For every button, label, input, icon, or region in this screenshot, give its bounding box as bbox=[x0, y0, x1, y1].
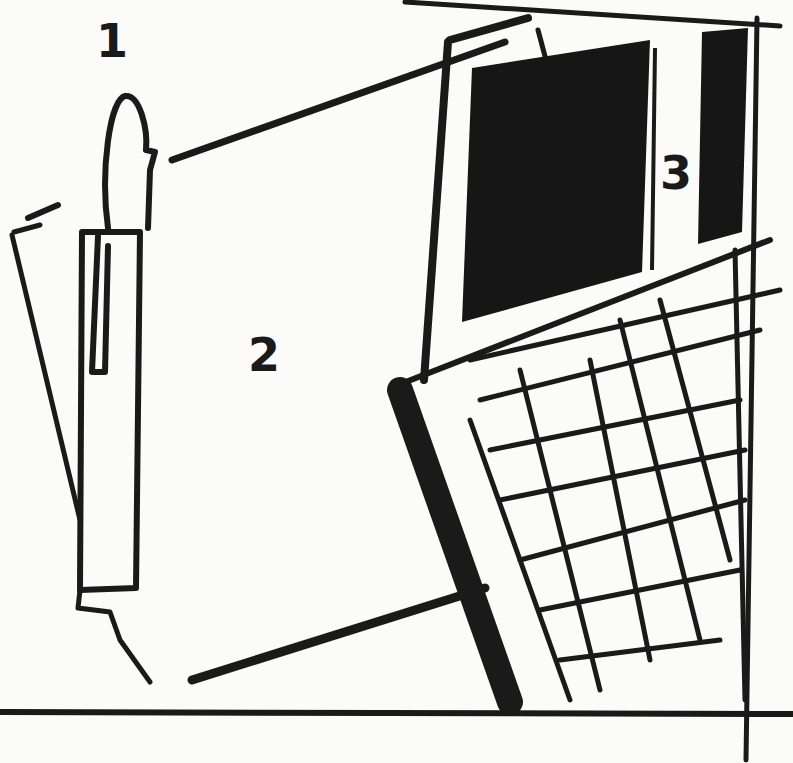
person-body bbox=[80, 232, 140, 590]
keyboard-side bbox=[400, 390, 510, 702]
floor-line bbox=[0, 712, 793, 714]
screen-dark bbox=[462, 40, 650, 322]
callout-number: 3 bbox=[660, 150, 692, 196]
ceiling-line bbox=[405, 2, 780, 26]
wall-line bbox=[746, 18, 757, 760]
keyboard-grid bbox=[470, 250, 780, 700]
person-back bbox=[12, 225, 80, 520]
screen-bar bbox=[698, 28, 748, 244]
sight-line bbox=[172, 42, 505, 160]
dash-mark bbox=[28, 205, 58, 218]
monitor-frame bbox=[538, 30, 546, 60]
callout-number: 2 bbox=[248, 332, 280, 378]
callout-number: 1 bbox=[96, 18, 128, 64]
person-leg bbox=[78, 590, 150, 682]
person-arm bbox=[92, 236, 108, 372]
sight-line bbox=[192, 588, 485, 680]
person-head bbox=[105, 96, 155, 228]
screen-edge bbox=[652, 48, 655, 270]
